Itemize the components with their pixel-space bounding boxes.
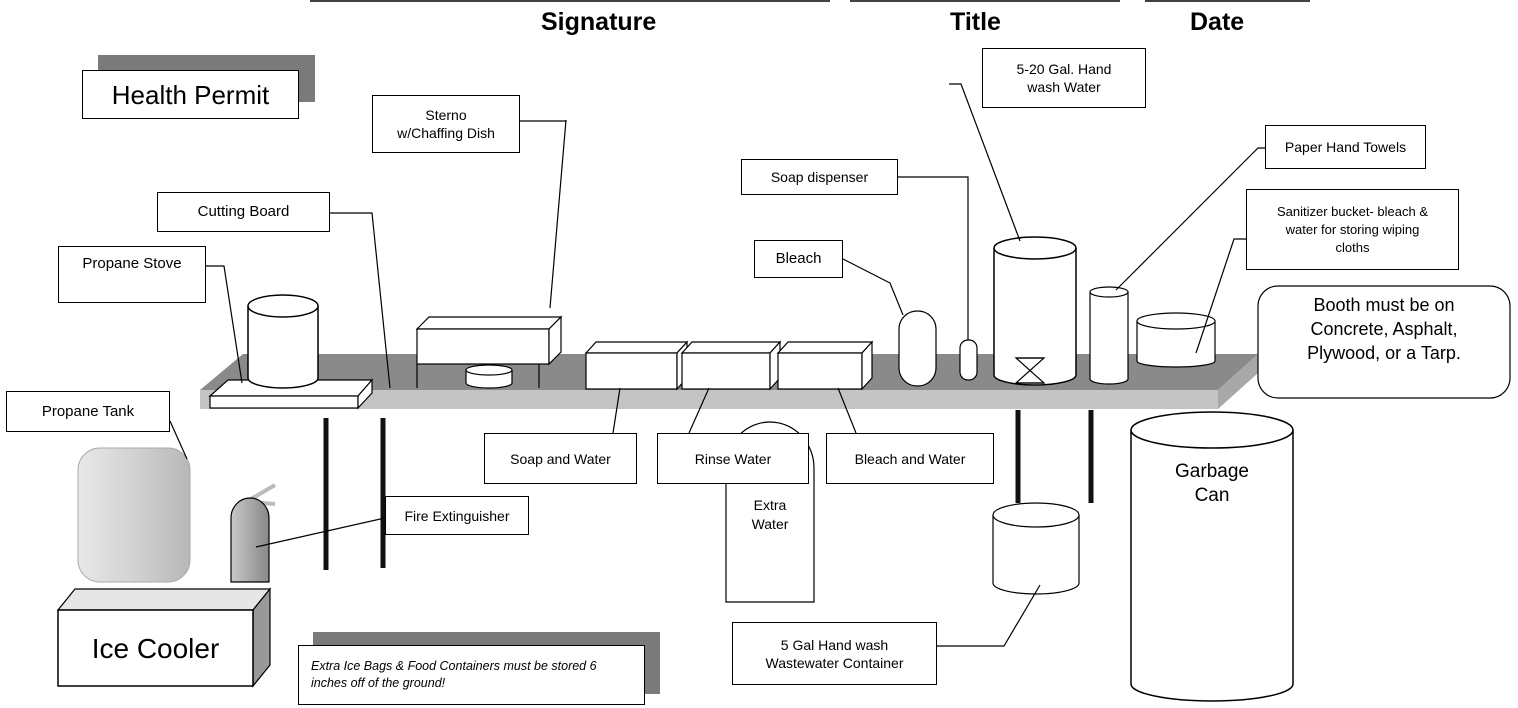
signature-label: Signature <box>541 8 657 36</box>
chafing-dish <box>415 315 563 389</box>
wastewater-label: 5 Gal Hand wash Wastewater Container <box>732 622 937 685</box>
hand-wash-water-container <box>993 236 1077 386</box>
paper-towels-label: Paper Hand Towels <box>1265 125 1426 169</box>
sanitizer-bucket <box>1136 312 1216 368</box>
extra-water-text: Extra Water <box>751 497 789 532</box>
hand-wash-water-label: 5-20 Gal. Hand wash Water <box>982 48 1146 108</box>
table-legs <box>323 410 1094 570</box>
ice-cooler-text: Ice Cooler <box>91 633 220 664</box>
title-label: Title <box>950 8 1001 36</box>
booth-note-text: Booth must be on Concrete, Asphalt, Plyw… <box>1307 295 1461 363</box>
propane-stove-pot <box>247 294 319 389</box>
rinse-water-label: Rinse Water <box>657 433 809 484</box>
sterno-label: Sterno w/Chaffing Dish <box>372 95 520 153</box>
propane-stove-label: Propane Stove <box>58 246 206 303</box>
soap-and-water-label: Soap and Water <box>484 433 637 484</box>
fire-extinguisher <box>230 483 277 583</box>
garbage-can <box>1130 411 1294 702</box>
sanitizer-bucket-label: Sanitizer bucket- bleach & water for sto… <box>1246 189 1459 270</box>
propane-tank <box>77 447 191 583</box>
bleach-and-water-label: Bleach and Water <box>826 433 994 484</box>
propane-tank-label: Propane Tank <box>6 391 170 432</box>
paper-towel-roll <box>1089 286 1129 385</box>
ice-cooler <box>56 587 272 688</box>
date-label: Date <box>1190 8 1245 36</box>
booth-note-box <box>1257 285 1511 399</box>
cutting-board-label: Cutting Board <box>157 192 330 232</box>
garbage-can-text: Garbage Can <box>1175 461 1249 506</box>
wastewater-container <box>992 502 1080 595</box>
soap-dispenser-bottle <box>959 339 978 381</box>
bleach-bottle <box>898 310 937 387</box>
ice-bags-note: Extra Ice Bags & Food Containers must be… <box>298 645 645 705</box>
sink-boxes <box>584 340 874 391</box>
fire-extinguisher-label: Fire Extinguisher <box>385 496 529 535</box>
health-permit-label: Health Permit <box>82 70 299 119</box>
soap-dispenser-label: Soap dispenser <box>741 159 898 195</box>
bleach-label: Bleach <box>754 240 843 278</box>
